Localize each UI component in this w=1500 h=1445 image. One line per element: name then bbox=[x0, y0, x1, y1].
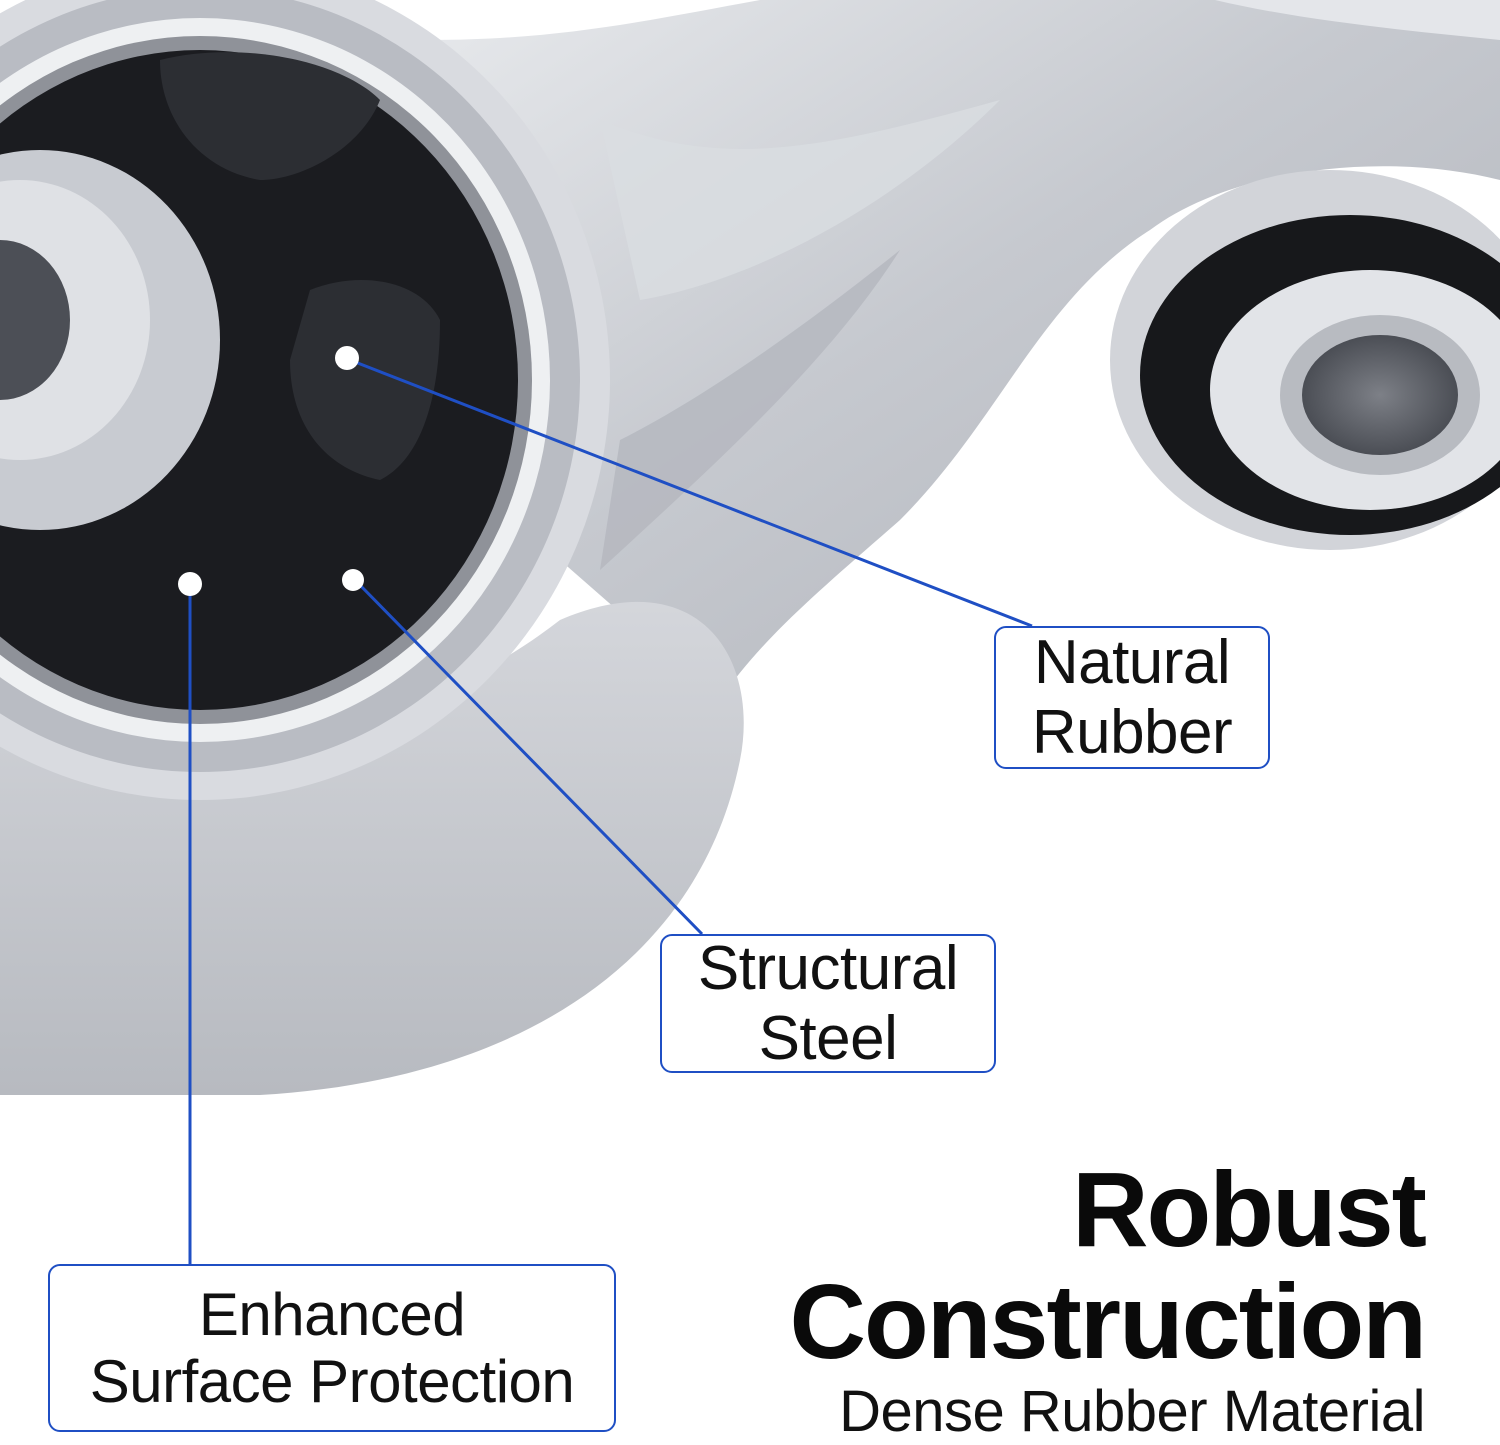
callout-surface-protection-line2: Surface Protection bbox=[89, 1348, 575, 1415]
mount-housing bbox=[0, 601, 744, 1095]
leader-line-steel bbox=[353, 578, 704, 936]
callout-surface-protection-line1: Enhanced bbox=[198, 1280, 466, 1348]
callout-structural-steel: Structural Steel bbox=[660, 934, 996, 1073]
secondary-bushing bbox=[1110, 170, 1500, 550]
main-bushing bbox=[0, 0, 610, 800]
marker-dot-coat bbox=[178, 572, 202, 596]
headline-line-1: Robust bbox=[1071, 1151, 1427, 1269]
leader-line-rubber bbox=[349, 358, 1033, 628]
leader-lines bbox=[188, 358, 1033, 1264]
callout-surface-protection: Enhanced Surface Protection bbox=[48, 1264, 616, 1432]
callout-natural-rubber-line2: Rubber bbox=[1031, 697, 1233, 767]
marker-dots bbox=[178, 346, 364, 596]
callout-structural-steel-line1: Structural bbox=[697, 934, 959, 1004]
callout-natural-rubber: Natural Rubber bbox=[994, 626, 1270, 769]
callout-structural-steel-line2: Steel bbox=[758, 1003, 898, 1073]
headline-line-2: Construction bbox=[789, 1263, 1427, 1381]
callout-natural-rubber-line1: Natural bbox=[1033, 628, 1231, 698]
marker-dot-steel bbox=[342, 569, 364, 591]
headline-subtitle: Dense Rubber Material bbox=[839, 1379, 1425, 1444]
mount-arm bbox=[430, 0, 1500, 700]
marker-dot-rubber bbox=[335, 346, 359, 370]
